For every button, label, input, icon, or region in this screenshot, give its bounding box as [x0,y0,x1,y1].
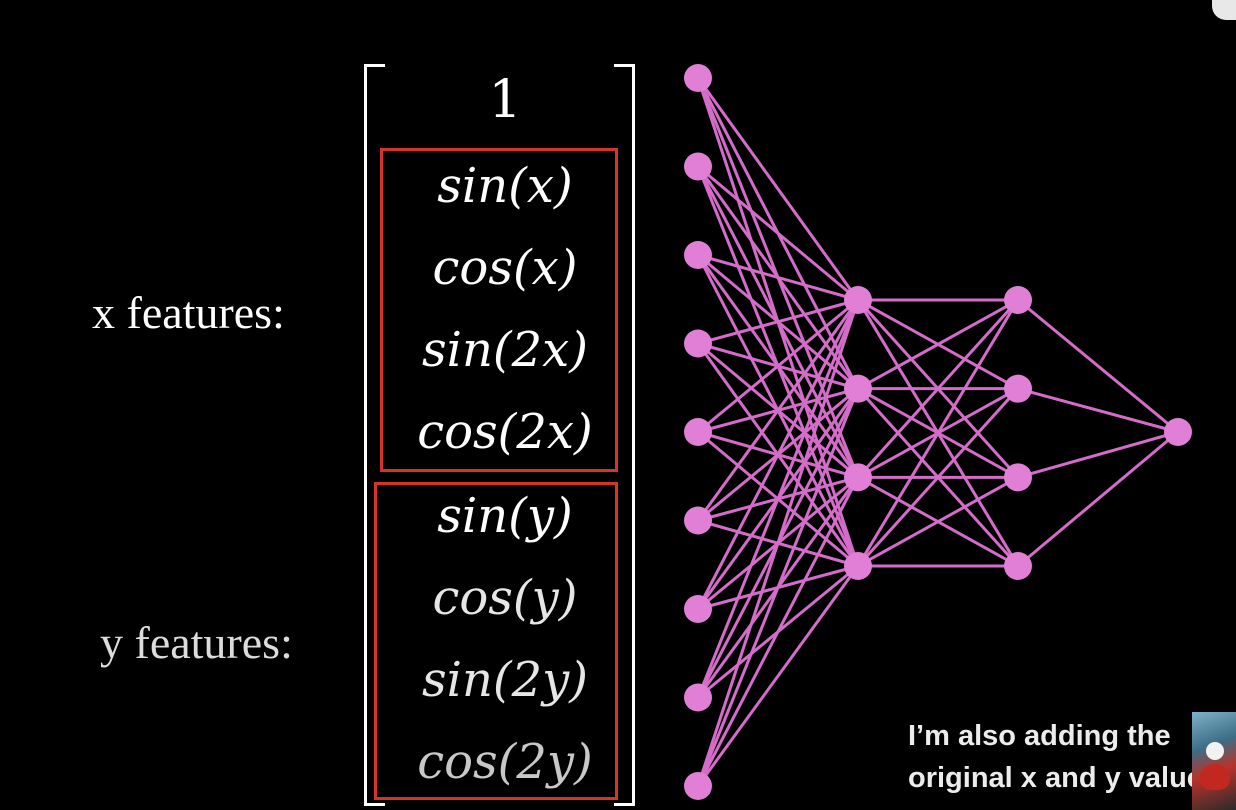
vector-entry-sin-2x: sin(2x) [422,322,588,378]
neuron-layer2-2 [1004,463,1032,492]
neuron-layer3-0 [1164,418,1192,446]
vector-entry-cos-2x: cos(2x) [417,404,593,460]
neuron-layer1-2 [844,463,872,492]
edge-l0-3-to-0 [697,298,859,345]
edge-l0-8-to-3 [696,565,860,787]
edge-l0-7-to-0 [696,299,860,699]
edge-l0-2-to-0 [697,253,859,302]
edge-l0-8-to-2 [696,476,860,787]
neuron-layer2-0 [1004,286,1032,314]
vector-entry-sin-x: sin(x) [437,158,573,214]
vector-entry-cos-2y: cos(2y) [417,734,593,790]
avatar-eye [1206,742,1224,760]
edge-l1-2-to-0 [856,298,1020,479]
window-corner-control[interactable] [1212,0,1236,20]
edge-l0-4-to-0 [697,298,859,434]
edge-l1-1-to-0 [857,298,1019,390]
neuron-layer0-0 [684,64,712,92]
neuron-layer0-1 [684,152,712,181]
edge-l2-3-to-0 [1017,430,1179,568]
edge-l0-6-to-0 [696,299,860,610]
network-nodes [684,64,1192,800]
edge-l0-1-to-0 [697,165,859,302]
edge-l2-1-to-0 [1017,387,1179,434]
y-features-label: y features: [100,617,293,668]
avatar-beak [1200,764,1230,790]
x-features-label: x features: [92,287,285,338]
edge-l2-2-to-0 [1017,430,1179,479]
neuron-layer0-2 [684,241,712,269]
y-features-box [374,482,618,800]
neuron-layer0-4 [684,418,712,446]
vector-entry-sin-2y: sin(2y) [421,652,588,708]
neuron-layer2-3 [1004,552,1032,580]
neuron-layer1-1 [844,374,872,403]
neuron-layer0-7 [684,683,712,712]
network-edges [696,77,1179,787]
edge-l1-3-to-1 [856,387,1020,568]
neuron-layer0-5 [684,506,712,535]
edge-l2-0-to-0 [1017,298,1179,434]
vector-entry-one: 1 [488,70,522,130]
neuron-layer1-0 [844,286,872,314]
caption-line-1: I’m also adding the [908,720,1171,752]
vector-entry-cos-y: cos(y) [432,570,578,626]
neuron-layer0-3 [684,329,712,358]
x-features-box [380,148,618,472]
vector-entry-sin-y: sin(y) [437,488,573,544]
edge-l0-8-to-0 [696,299,860,787]
neuron-layer1-3 [844,552,872,580]
vector-entry-cos-x: cos(x) [432,240,578,296]
neuron-layer0-6 [684,595,712,623]
vector-left-bracket [364,64,385,806]
caption-line-2: original x and y value [908,762,1203,794]
edge-l0-8-to-1 [696,388,860,787]
edge-l1-3-to-2 [857,476,1019,568]
edge-l0-0-to-0 [696,77,860,301]
channel-avatar-thumbnail[interactable] [1192,712,1236,810]
edge-l0-5-to-0 [696,299,860,522]
neuron-layer0-8 [684,772,712,800]
edge-l1-3-to-0 [856,299,1020,567]
neuron-layer2-1 [1004,374,1032,403]
vector-right-bracket [614,64,635,806]
